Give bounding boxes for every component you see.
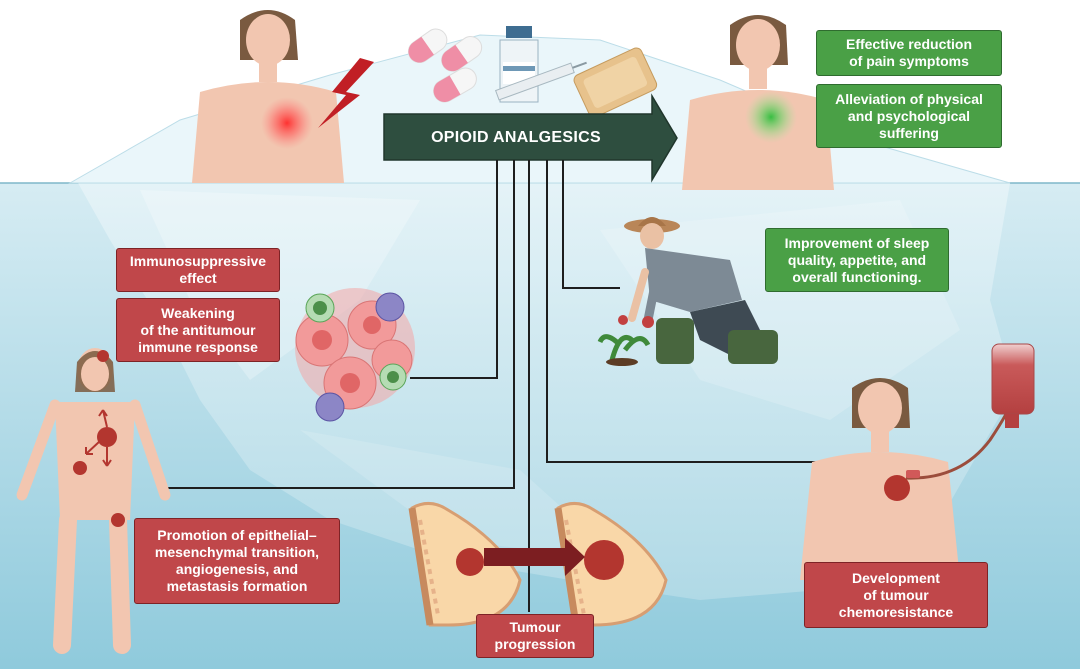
relief-glow	[745, 91, 797, 143]
medicine-items	[407, 26, 658, 118]
tumour-immune-cells	[295, 288, 415, 422]
tumour-progression-label: Tumour progression	[476, 614, 594, 658]
pain-glow	[261, 97, 313, 149]
farmer-gardening-figure	[597, 217, 778, 366]
connector-lines	[160, 160, 830, 612]
metastasis-woman-figure	[16, 348, 171, 654]
lightning-bolt-icon	[318, 58, 374, 128]
opioid-analgesics-arrow	[383, 93, 678, 183]
sleep-improvement-label: Improvement of sleep quality, appetite, …	[765, 228, 949, 292]
breast-cross-section-after	[554, 502, 668, 627]
progression-arrow	[484, 538, 585, 576]
chemotherapy-woman-figure	[800, 343, 1035, 580]
opioid-analgesics-label: OPIOID ANALGESICS	[431, 129, 601, 146]
relieved-woman-figure	[682, 15, 834, 190]
emt-metastasis-label: Promotion of epithelial– mesenchymal tra…	[134, 518, 340, 604]
weakening-immune-label: Weakening of the antitumour immune respo…	[116, 298, 280, 362]
alleviation-label: Alleviation of physical and psychologica…	[816, 84, 1002, 148]
chemoresistance-label: Development of tumour chemoresistance	[804, 562, 988, 628]
woman-in-pain-figure	[192, 10, 374, 183]
pain-reduction-label: Effective reduction of pain symptoms	[816, 30, 1002, 76]
iv-bag-icon	[991, 343, 1035, 415]
breast-cross-section-before	[408, 502, 522, 627]
immunosuppressive-label: Immunosuppressive effect	[116, 248, 280, 292]
